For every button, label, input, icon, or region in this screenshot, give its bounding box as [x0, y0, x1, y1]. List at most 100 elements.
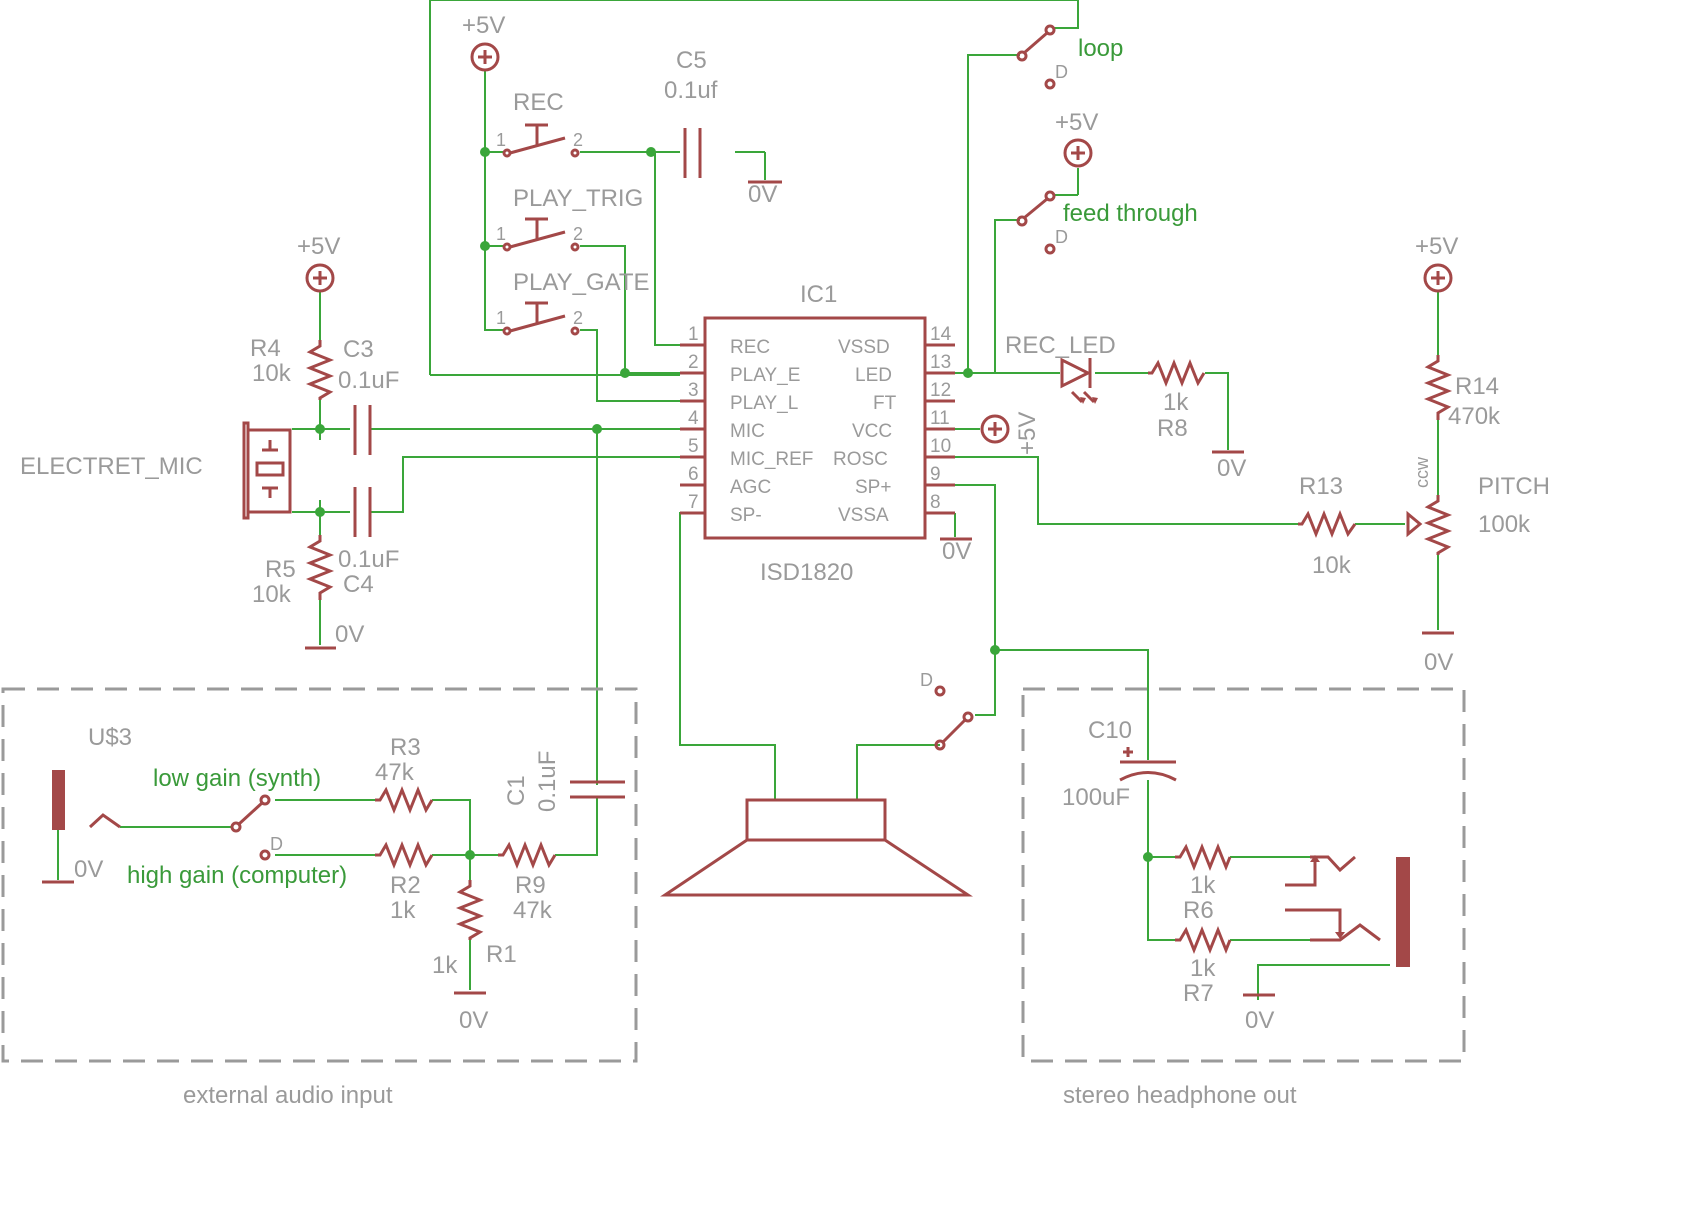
pin-name: VSSD — [838, 337, 890, 358]
frame-external-input — [1, 687, 638, 1063]
capacitor-c4: 0.1uF C4 — [338, 487, 399, 598]
vcc-label: +5V — [1415, 233, 1458, 260]
ic-part: ISD1820 — [760, 559, 853, 586]
resistor-r9: R9 47k — [498, 840, 557, 924]
capacitor-c3: C3 0.1uF — [338, 336, 399, 455]
default-mark: D — [1055, 227, 1068, 247]
resistor-r2: R2 1k — [375, 840, 434, 924]
vcc-symbol-switches: +5V — [462, 12, 505, 72]
ref-label: R13 — [1299, 473, 1343, 500]
value-label: 47k — [513, 897, 553, 924]
switch-gain: low gain (synth) high gain (computer) D — [127, 765, 347, 889]
pin-num: 6 — [688, 464, 699, 485]
vcc-symbol-feed: +5V — [1055, 109, 1098, 168]
pin-name: PLAY_L — [730, 393, 798, 414]
resistor-r14: R14 470k — [1423, 355, 1501, 430]
pin-num: 5 — [688, 436, 699, 457]
low-gain-label: low gain (synth) — [153, 765, 321, 792]
value-label: 0.1uf — [664, 77, 718, 104]
resistor-r7: 1k R7 — [1175, 925, 1232, 1007]
pin-label: 1 — [496, 224, 506, 244]
pin-name: ROSC — [833, 449, 888, 470]
ref-label: R4 — [250, 335, 281, 362]
gnd-label: 0V — [335, 621, 364, 648]
pin-label: 2 — [573, 130, 583, 150]
ref-label: C10 — [1088, 717, 1132, 744]
resistor-r6: 1k R6 — [1175, 842, 1232, 924]
pin-name: LED — [855, 365, 892, 386]
pin-name: FT — [873, 393, 897, 414]
gnd-label: 0V — [1245, 1007, 1274, 1034]
vcc-symbol-ic: +5V — [980, 412, 1041, 455]
value-label: 10k — [252, 360, 292, 387]
value-label: 10k — [252, 581, 292, 608]
ref-label: R6 — [1183, 897, 1214, 924]
resistor-r5: R5 10k — [252, 535, 335, 608]
value-label: 1k — [390, 897, 416, 924]
ref-label: R2 — [390, 872, 421, 899]
switch-rec: REC 1 2 — [496, 89, 583, 158]
value-label: 1k — [432, 952, 458, 979]
mic-label: ELECTRET_MIC — [20, 453, 203, 480]
pin-num: 11 — [930, 408, 950, 429]
ic-isd1820: IC1 ISD1820 1 REC 2 PLAY_E 3 PLAY_L 4 MI… — [680, 281, 955, 586]
ref-label: U$3 — [88, 724, 132, 751]
pin-num: 7 — [688, 492, 699, 513]
high-gain-label: high gain (computer) — [127, 862, 347, 889]
headphone-jack — [1285, 855, 1410, 967]
resistor-r1: R1 1k — [432, 880, 517, 979]
pin-num: 2 — [688, 352, 699, 373]
pin-name: MIC_REF — [730, 449, 813, 470]
gnd-label: 0V — [748, 181, 777, 208]
ref-label: REC_LED — [1005, 332, 1116, 359]
pin-num: 3 — [688, 380, 699, 401]
pin-label: 2 — [573, 308, 583, 328]
capacitor-c5: C5 0.1uf — [664, 47, 718, 178]
pin-name: REC — [730, 337, 770, 358]
default-mark: D — [1055, 62, 1068, 82]
vcc-symbol-pitch: +5V — [1415, 233, 1458, 293]
play-gate-label: PLAY_GATE — [513, 269, 650, 296]
value-label: 1k — [1190, 955, 1216, 982]
switch-speaker: D — [920, 670, 974, 751]
gnd-label: 0V — [1424, 649, 1453, 676]
value-label: 10k — [1312, 552, 1352, 579]
ic-ref: IC1 — [800, 281, 837, 308]
ref-label: C1 — [503, 775, 530, 806]
pin-num: 4 — [688, 408, 699, 429]
ref-label: PITCH — [1478, 473, 1550, 500]
pin-num: 8 — [930, 492, 941, 513]
gnd-label: 0V — [1217, 455, 1246, 482]
value-label: 0.1uF — [338, 367, 399, 394]
value-label: 1k — [1163, 389, 1189, 416]
pin-label: 1 — [496, 308, 506, 328]
ref-label: C5 — [676, 47, 707, 74]
switch-loop: loop D — [1016, 24, 1123, 90]
value-label: 100k — [1478, 511, 1531, 538]
loop-label: loop — [1078, 35, 1123, 62]
ref-label: C4 — [343, 571, 374, 598]
value-label: 1k — [1190, 872, 1216, 899]
vcc-label: +5V — [462, 12, 505, 39]
frame-headphone-out — [1021, 687, 1466, 1063]
rec-label: REC — [513, 89, 564, 116]
input-jack: U$3 — [52, 724, 132, 830]
speaker — [660, 798, 973, 897]
ref-label: R14 — [1455, 373, 1499, 400]
pin-name: SP+ — [855, 477, 891, 498]
junctions — [315, 147, 1153, 862]
switch-feed-through: feed through D — [1016, 190, 1198, 255]
default-mark: D — [270, 834, 283, 854]
ref-label: R9 — [515, 872, 546, 899]
ref-label: R3 — [390, 734, 421, 761]
vcc-label: +5V — [1055, 109, 1098, 136]
vcc-label: +5V — [1014, 412, 1041, 455]
pin-num: 12 — [930, 380, 951, 401]
value-label: 0.1uF — [534, 751, 561, 812]
gnd-label: 0V — [942, 538, 971, 565]
resistor-r8: 1k R8 — [1148, 358, 1206, 442]
wires — [57, 0, 1439, 1000]
pin-name: VCC — [852, 421, 892, 442]
ground-symbols: 0V 0V 0V 0V 0V 0V 0V 0V — [42, 180, 1454, 1034]
pin-num: 1 — [688, 324, 699, 345]
